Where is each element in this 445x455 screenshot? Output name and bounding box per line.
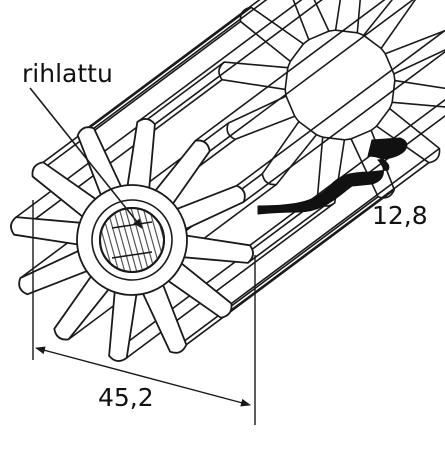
blade-edge xyxy=(32,20,242,178)
spline-hatch-line xyxy=(123,208,145,272)
front-blade xyxy=(18,250,88,296)
blade-edge xyxy=(77,0,261,136)
outer-diameter-label: 45,2 xyxy=(98,383,154,412)
front-blade xyxy=(76,126,122,196)
back-blade xyxy=(226,95,296,141)
blade-edge xyxy=(195,0,386,142)
front-blade xyxy=(31,161,97,218)
front-blade xyxy=(176,184,246,230)
front-blade xyxy=(167,262,233,319)
back-blade xyxy=(292,0,330,41)
front-blade xyxy=(53,275,110,341)
back-blade xyxy=(362,0,417,50)
blade-edge xyxy=(136,0,303,123)
front-blade xyxy=(126,118,156,189)
blade-edge xyxy=(230,147,440,305)
back-blade xyxy=(334,0,361,34)
front-blade xyxy=(108,291,138,362)
blade-edge xyxy=(13,79,223,236)
spline-leader-line xyxy=(29,87,143,229)
blade-edge xyxy=(185,189,395,346)
blade-edge xyxy=(249,98,445,246)
back-blade xyxy=(218,61,289,91)
blade-edge xyxy=(169,196,379,353)
front-blade xyxy=(10,216,81,246)
spline-hatch-line xyxy=(117,208,139,272)
front-blade xyxy=(154,139,211,205)
impeller-front-face xyxy=(10,118,254,362)
blade-edge xyxy=(243,50,445,203)
blade-edge xyxy=(209,0,414,152)
blade-edge xyxy=(93,0,268,129)
spline-hatch-line xyxy=(147,208,164,272)
break-symbol xyxy=(257,137,408,215)
blade-edge xyxy=(108,200,318,357)
spline-hatch-line xyxy=(111,208,133,272)
spline-width-dimension xyxy=(111,221,153,259)
spline-label: rihlattu xyxy=(22,59,113,88)
front-blade xyxy=(183,234,254,264)
blade-edge xyxy=(236,30,445,187)
spline-width-label: 12,8 xyxy=(372,201,428,230)
back-blade xyxy=(391,79,445,108)
outer-diameter-dimension xyxy=(32,200,256,425)
blade-edge xyxy=(154,0,323,125)
impeller-hub xyxy=(76,184,188,296)
